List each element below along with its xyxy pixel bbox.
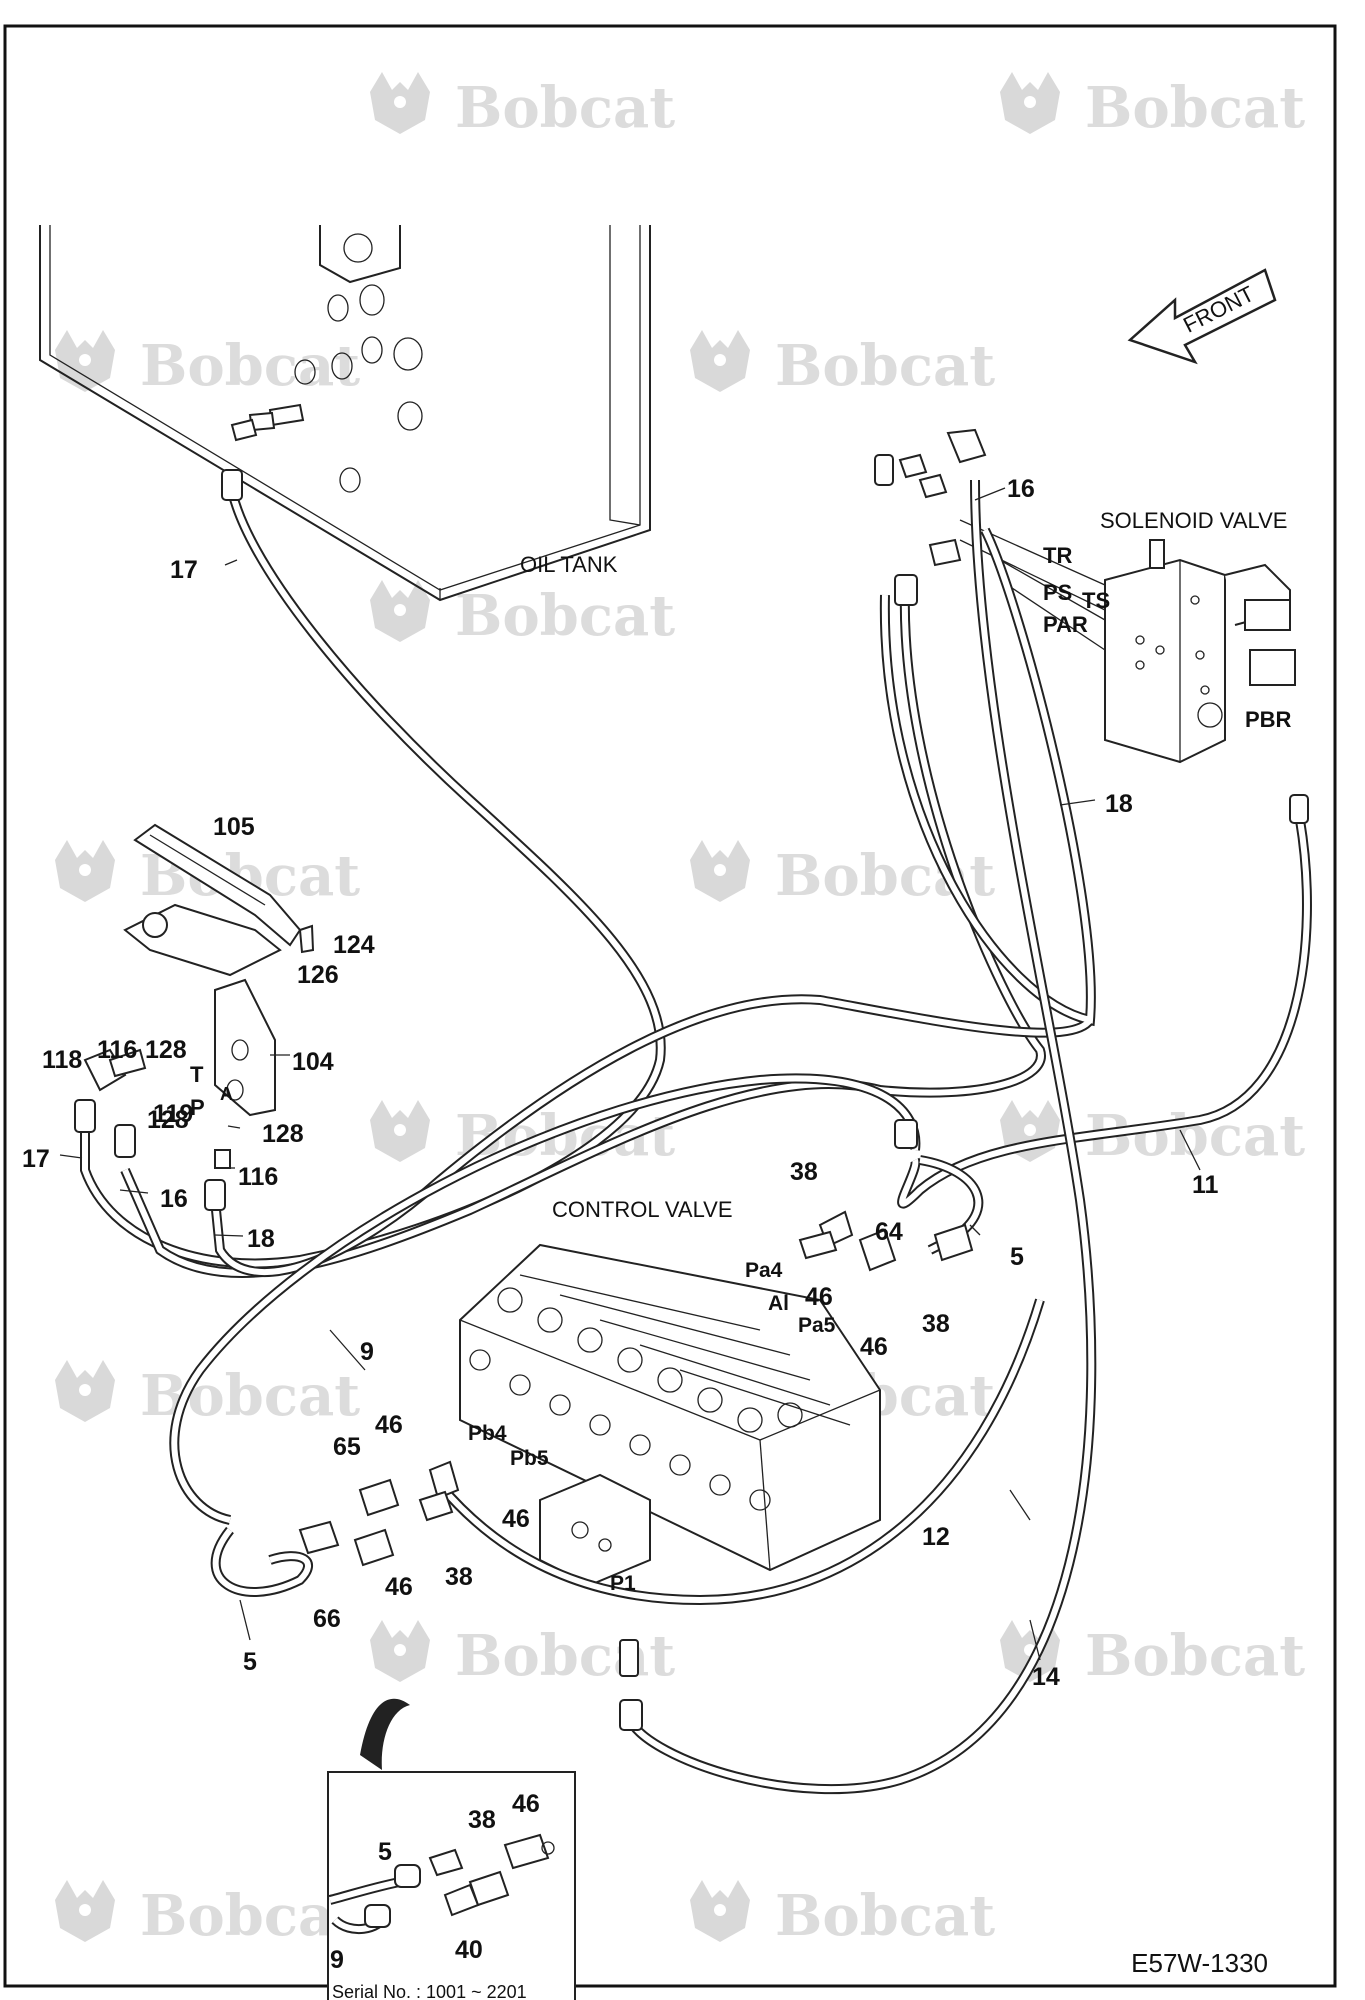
bobcat-watermark-0: Bobcat xyxy=(370,72,675,141)
callout-19: 5 xyxy=(1010,1243,1024,1271)
drawing-number: E57W-1330 xyxy=(1131,1948,1268,1978)
callout-27: 46 xyxy=(385,1573,413,1601)
hoses xyxy=(80,479,1312,1795)
bobcat-watermark-4: Bobcat xyxy=(370,580,675,649)
bobcat-watermark-12: Bobcat xyxy=(1000,1620,1305,1689)
callout-12: 128 xyxy=(262,1120,304,1148)
svg-text:Bobcat: Bobcat xyxy=(455,583,675,649)
port-label-12: Pb5 xyxy=(510,1447,549,1470)
svg-text:Bobcat: Bobcat xyxy=(775,1883,995,1949)
inset-callouts: 38 46 5 9 40 xyxy=(330,1790,540,1974)
port-label-5: T xyxy=(190,1062,204,1087)
svg-text:Bobcat: Bobcat xyxy=(455,1623,675,1689)
callout-24: 11 xyxy=(1192,1171,1219,1199)
port-label-10: Pa5 xyxy=(798,1314,836,1337)
callout-3: 105 xyxy=(213,813,255,841)
svg-text:Bobcat: Bobcat xyxy=(775,333,995,399)
callout-16: 18 xyxy=(247,1225,275,1253)
bobcat-watermark-9: Bobcat xyxy=(55,1360,360,1429)
svg-text:Bobcat: Bobcat xyxy=(455,75,675,141)
oil-tank-label: OIL TANK xyxy=(520,552,618,577)
port-label-1: PS xyxy=(1043,580,1072,605)
svg-text:Bobcat: Bobcat xyxy=(140,1883,360,1949)
solenoid-valve-label: SOLENOID VALVE xyxy=(1100,508,1287,533)
port-label-13: P1 xyxy=(610,1572,636,1595)
inset-callout-2: 5 xyxy=(378,1838,392,1866)
leaders xyxy=(59,487,1201,1661)
callout-11: 119 xyxy=(153,1100,193,1128)
port-label-7: A xyxy=(220,1084,233,1104)
port-label-3: PAR xyxy=(1043,612,1088,637)
callout-30: 66 xyxy=(313,1605,341,1633)
callout-1: 17 xyxy=(170,556,198,584)
port-label-2: TS xyxy=(1082,588,1110,613)
port-label-6: P xyxy=(190,1095,205,1120)
oil-tank xyxy=(39,225,651,602)
solenoid-valve xyxy=(959,519,1296,764)
port-label-8: Pa4 xyxy=(745,1259,783,1282)
inset-callout-4: 40 xyxy=(455,1936,483,1964)
fittings xyxy=(74,428,1309,1731)
inset-callout-3: 9 xyxy=(330,1946,344,1974)
callout-8: 128 xyxy=(145,1036,187,1064)
bobcat-watermark-8: Bobcat xyxy=(1000,1100,1305,1169)
bobcat-watermark-14: Bobcat xyxy=(690,1880,995,1949)
callout-15: 16 xyxy=(160,1185,188,1213)
callout-7: 116 xyxy=(97,1036,137,1064)
bobcat-watermark-13: Bobcat xyxy=(55,1880,360,1949)
callout-29: 46 xyxy=(502,1505,530,1533)
callout-17: 38 xyxy=(790,1158,818,1186)
port-label-4: PBR xyxy=(1245,707,1292,732)
control-valve xyxy=(459,1243,881,1587)
inset-pointer xyxy=(360,1698,410,1770)
callout-32: 12 xyxy=(922,1523,950,1551)
inset-callout-0: 38 xyxy=(468,1806,496,1834)
callout-28: 38 xyxy=(445,1563,473,1591)
callout-25: 46 xyxy=(375,1411,403,1439)
callout-2: 18 xyxy=(1105,790,1133,818)
callout-4: 124 xyxy=(333,931,375,959)
callout-5: 126 xyxy=(297,961,339,989)
callout-14: 17 xyxy=(22,1145,50,1173)
callout-10: 128 xyxy=(147,1106,189,1134)
callout-18: 64 xyxy=(875,1218,903,1246)
callout-26: 65 xyxy=(333,1433,361,1461)
callout-13: 116 xyxy=(238,1163,278,1191)
callout-9: 104 xyxy=(292,1048,334,1076)
callout-23: 9 xyxy=(360,1338,374,1366)
port-label-9: Al xyxy=(768,1292,789,1315)
pedal-valve xyxy=(123,823,315,1117)
port-label-11: Pb4 xyxy=(468,1422,507,1445)
callout-31: 5 xyxy=(243,1648,257,1676)
page-border xyxy=(3,24,1337,1988)
serial-note: Serial No. : 1001 ~ 2201 xyxy=(332,1982,527,2000)
bobcat-watermark-3: Bobcat xyxy=(690,330,995,399)
control-valve-label: CONTROL VALVE xyxy=(552,1197,733,1222)
bobcat-watermark-1: Bobcat xyxy=(1000,72,1305,141)
inset-serial: Serial No. : 1001 ~ 2201 xyxy=(327,1698,576,2000)
callout-6: 118 xyxy=(42,1046,82,1074)
port-label-0: TR xyxy=(1043,543,1072,568)
inset-callout-1: 46 xyxy=(512,1790,540,1818)
svg-text:Bobcat: Bobcat xyxy=(140,333,360,399)
svg-text:Bobcat: Bobcat xyxy=(1085,75,1305,141)
front-arrow: FRONT xyxy=(1127,268,1277,365)
bobcat-watermark-2: Bobcat xyxy=(55,330,360,399)
callout-33: 14 xyxy=(1032,1663,1060,1691)
svg-text:Bobcat: Bobcat xyxy=(1085,1623,1305,1689)
callout-22: 38 xyxy=(922,1310,950,1338)
callout-0: 16 xyxy=(1007,475,1035,503)
callout-21: 46 xyxy=(860,1333,888,1361)
callout-20: 46 xyxy=(805,1283,833,1311)
